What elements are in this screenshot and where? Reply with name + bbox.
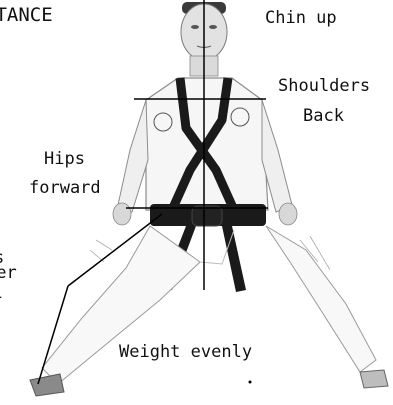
left-foot	[30, 374, 64, 396]
uniform-jacket	[113, 78, 297, 225]
cropped-label-fragment-3: -	[0, 289, 4, 306]
hips-label: Hips	[44, 151, 85, 168]
left-eye	[191, 25, 199, 29]
right-foot	[360, 370, 388, 388]
title-label: STANCE	[0, 6, 53, 25]
chin-up-label: Chin up	[265, 10, 337, 27]
uniform-pants	[30, 226, 388, 396]
shoulders-label: Shoulders	[278, 78, 370, 95]
cropped-label-fragment-2: ver	[0, 265, 17, 282]
dot-mark	[249, 381, 252, 384]
forward-label: forward	[29, 180, 101, 197]
right-eye	[209, 25, 217, 29]
weight-evenly-label: Weight evenly	[119, 344, 252, 361]
back-label: Back	[303, 108, 344, 125]
